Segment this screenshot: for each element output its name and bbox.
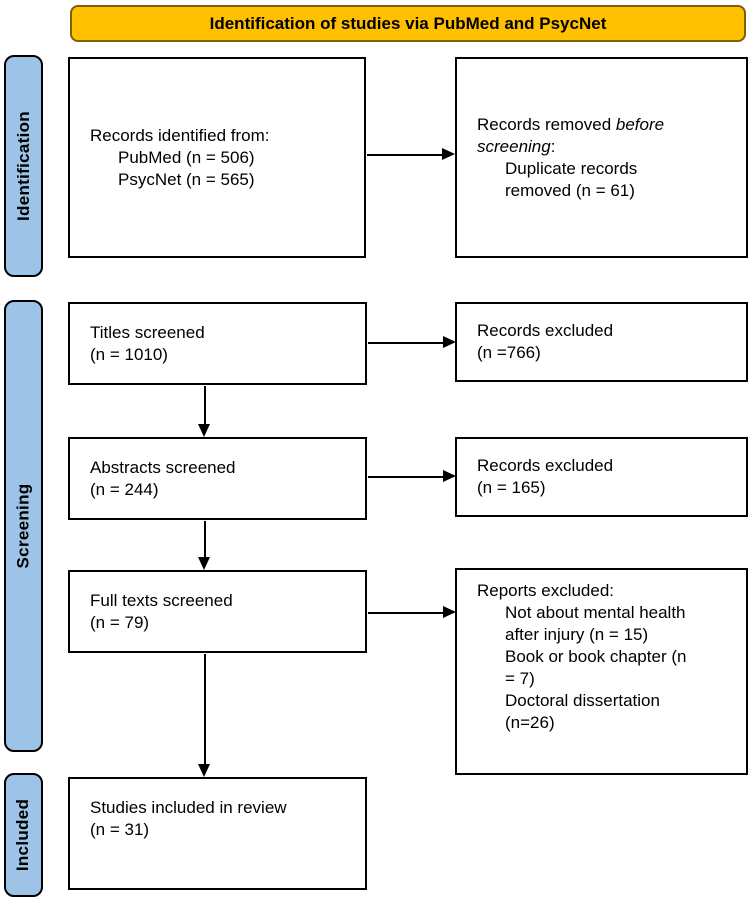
arrow-abstracts-to-fulltexts — [198, 521, 210, 570]
records-identified-pubmed: PubMed (n = 506) — [118, 147, 255, 167]
box-records-excluded-titles: Records excluded (n =766) — [455, 302, 748, 382]
box-full-texts-screened: Full texts screened (n = 79) — [68, 570, 367, 653]
arrow-titles-to-abstracts — [198, 386, 210, 437]
reports-excluded-reason-2: Book or book chapter (n = 7) — [505, 647, 687, 688]
records-removed-heading-part2: : — [550, 136, 556, 156]
studies-included-text: Studies included in review (n = 31) — [90, 798, 287, 839]
stage-bar-screening: Screening — [4, 300, 43, 752]
titles-screened-text: Titles screened (n = 1010) — [90, 322, 205, 364]
stage-label-screening: Screening — [13, 483, 33, 569]
reports-excluded-reason-3: Doctoral dissertation (n=26) — [505, 691, 660, 732]
records-removed-heading-italic1: before — [615, 114, 665, 134]
arrow-records-to-removed — [367, 148, 455, 160]
box-records-identified: Records identified from: PubMed (n = 506… — [68, 57, 366, 258]
box-titles-screened: Titles screened (n = 1010) — [68, 302, 367, 385]
box-records-excluded-abstracts: Records excluded (n = 165) — [455, 437, 748, 517]
reports-excluded-heading: Reports excluded: — [477, 581, 615, 600]
box-reports-excluded: Reports excluded: Not about mental healt… — [455, 568, 748, 775]
reports-excluded-reason-1: Not about mental health after injury (n … — [505, 603, 686, 644]
records-excluded-titles-text: Records excluded (n =766) — [477, 321, 614, 362]
records-excluded-abstracts-text: Records excluded (n = 165) — [477, 456, 614, 497]
records-removed-heading-italic2: screening — [477, 136, 551, 156]
box-studies-included: Studies included in review (n = 31) — [68, 777, 367, 890]
diagram-title: Identification of studies via PubMed and… — [209, 13, 607, 33]
stage-label-included: Included — [13, 798, 33, 872]
full-texts-screened-text: Full texts screened (n = 79) — [90, 590, 233, 632]
arrow-fulltexts-to-excluded — [368, 606, 456, 618]
stage-bar-identification: Identification — [4, 55, 43, 277]
box-abstracts-screened: Abstracts screened (n = 244) — [68, 437, 367, 520]
records-identified-psycnet: PsycNet (n = 565) — [118, 169, 255, 189]
records-removed-heading: Records removed before screening: — [477, 114, 738, 158]
arrow-titles-to-excluded — [368, 336, 456, 348]
arrow-fulltexts-to-included — [198, 654, 210, 777]
records-removed-duplicates: Duplicate records removed (n = 61) — [505, 158, 638, 200]
records-removed-heading-part1: Records removed — [477, 114, 616, 134]
stage-label-identification: Identification — [13, 111, 33, 221]
arrow-abstracts-to-excluded — [368, 470, 456, 482]
records-identified-heading: Records identified from: — [90, 125, 270, 145]
title-banner: Identification of studies via PubMed and… — [70, 5, 746, 42]
stage-bar-included: Included — [4, 773, 43, 897]
abstracts-screened-text: Abstracts screened (n = 244) — [90, 457, 236, 499]
box-records-removed: Records removed before screening: Duplica… — [455, 57, 748, 258]
